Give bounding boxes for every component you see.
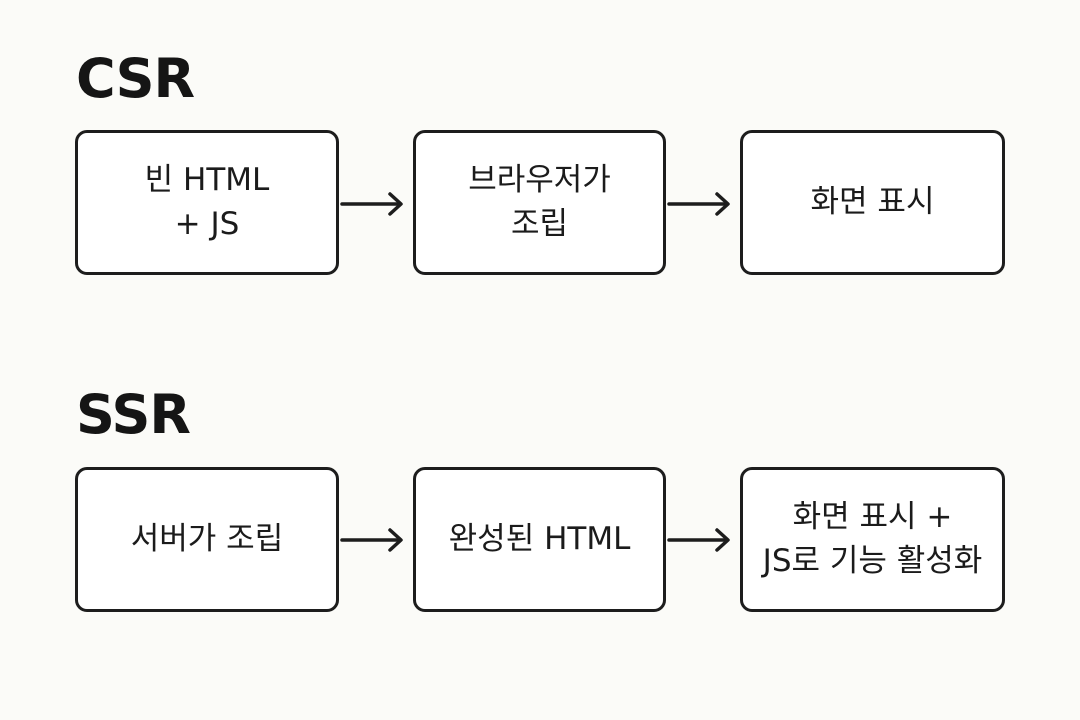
ssr-step-server-assemble: 서버가 조립 bbox=[75, 467, 339, 612]
csr-step-empty-html: 빈 HTML + JS bbox=[75, 130, 339, 275]
ssr-step-complete-html: 완성된 HTML bbox=[413, 467, 666, 612]
arrow-right-icon bbox=[340, 189, 406, 219]
csr-step-browser-assemble: 브라우저가 조립 bbox=[413, 130, 666, 275]
csr-title: CSR bbox=[76, 47, 195, 110]
csr-step-display: 화면 표시 bbox=[740, 130, 1005, 275]
arrow-right-icon bbox=[667, 525, 733, 555]
arrow-right-icon bbox=[340, 525, 406, 555]
arrow-right-icon bbox=[667, 189, 733, 219]
ssr-step-display-hydrate: 화면 표시 + JS로 기능 활성화 bbox=[740, 467, 1005, 612]
ssr-title: SSR bbox=[76, 383, 191, 446]
